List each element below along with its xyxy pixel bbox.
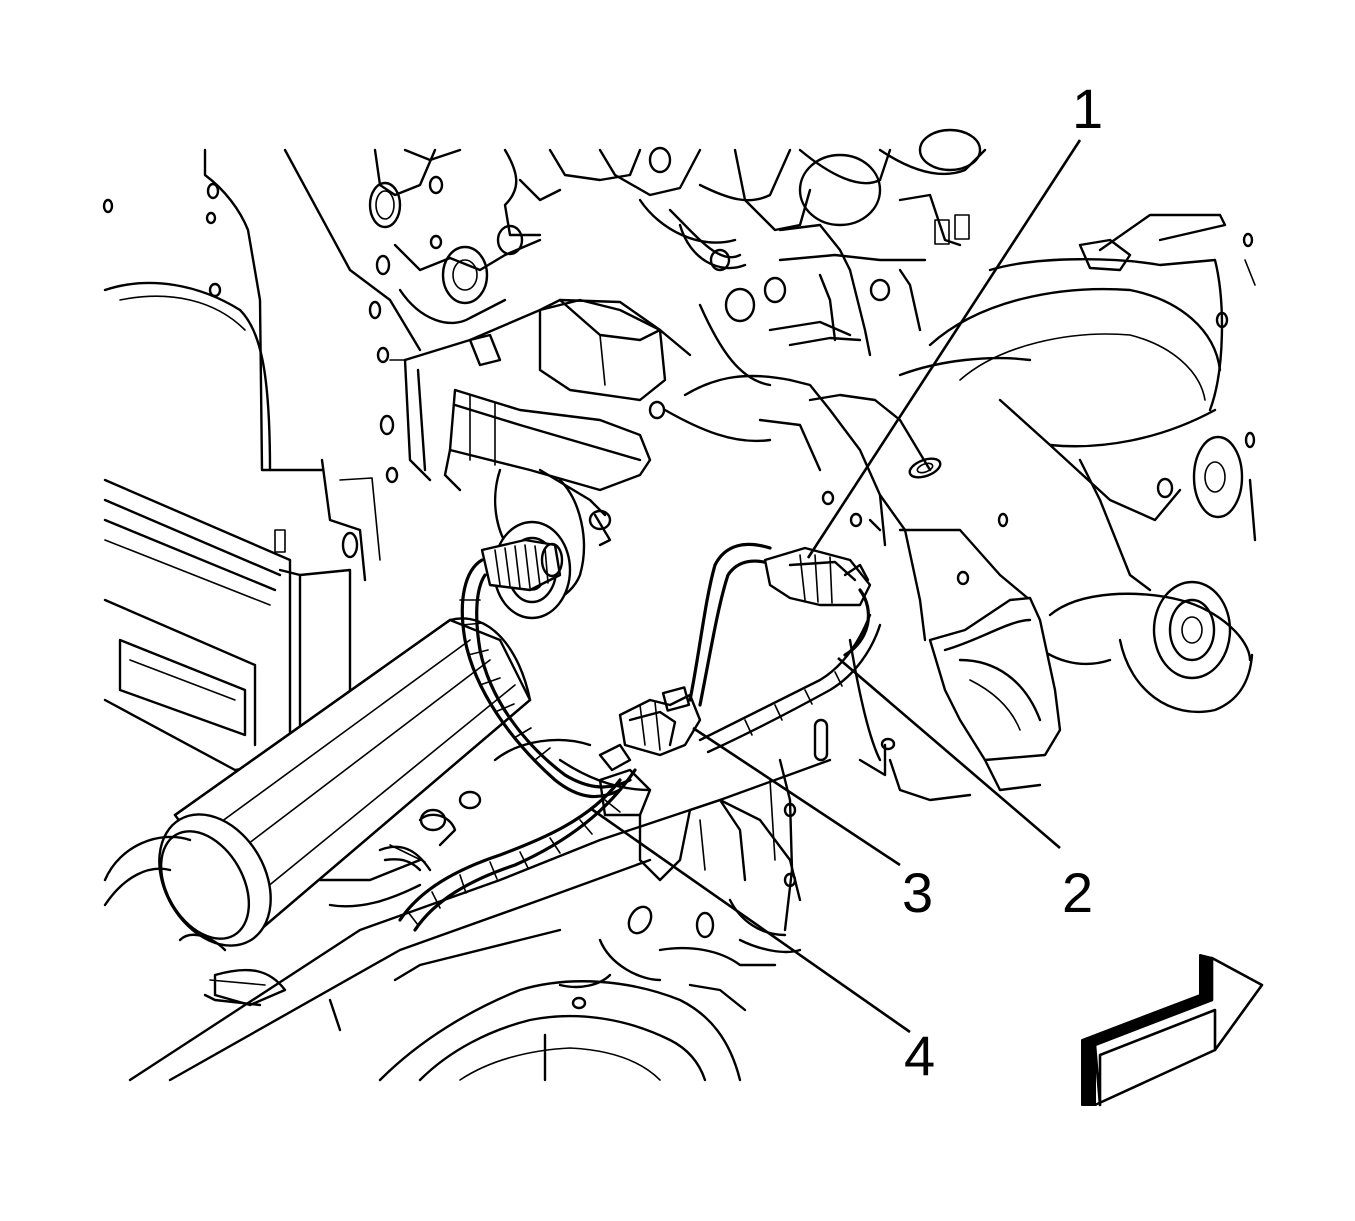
callout-leaders bbox=[589, 139, 1082, 1034]
callout-3: 3 bbox=[902, 861, 933, 924]
leader-line-4 bbox=[589, 806, 911, 1034]
harness-clip-pad bbox=[888, 596, 1062, 802]
underbody-crossmember bbox=[128, 738, 832, 1082]
front-direction-arrow-icon bbox=[1081, 954, 1264, 1107]
leader-line-3 bbox=[692, 726, 901, 867]
leader-line-2 bbox=[837, 657, 1061, 849]
exhaust-pipe bbox=[103, 617, 532, 952]
callout-4: 4 bbox=[904, 1024, 935, 1087]
heat-shield-right bbox=[898, 213, 1257, 714]
callout-2: 2 bbox=[1062, 861, 1093, 924]
leader-line-1 bbox=[806, 139, 1082, 559]
callout-labels: 1 2 3 4 bbox=[902, 77, 1103, 1087]
left-frame-panel bbox=[102, 148, 381, 772]
engine-block-upper bbox=[283, 128, 987, 443]
oxygen-sensor-harness bbox=[398, 538, 882, 932]
callout-1: 1 bbox=[1072, 77, 1103, 140]
center-support-bracket bbox=[758, 378, 1032, 777]
